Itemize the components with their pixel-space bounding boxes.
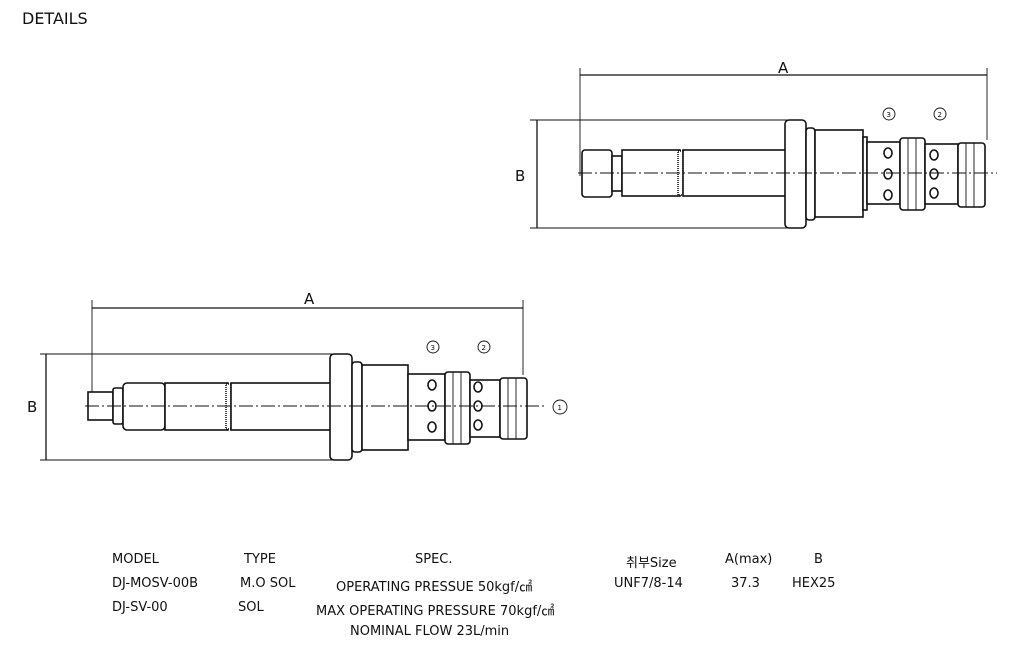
port-label-2: 2: [482, 344, 486, 352]
header-type: TYPE: [244, 552, 276, 567]
header-b: B: [814, 552, 823, 567]
port-label-2: 2: [938, 111, 942, 119]
row-1-model: DJ-MOSV-00B: [112, 576, 199, 591]
row-1-a-max: 37.3: [731, 576, 760, 591]
port-label-1: 1: [558, 404, 562, 412]
dimension-b-label: B: [515, 167, 525, 185]
header-spec: SPEC.: [415, 552, 453, 567]
row-1-b: HEX25: [792, 576, 836, 591]
row-1-size: UNF7/8-14: [614, 576, 683, 591]
header-a-max: A(max): [725, 552, 773, 567]
port-label-3: 3: [431, 344, 435, 352]
row-1-spec: OPERATING PRESSUE 50kgf/㎠: [336, 580, 533, 595]
header-model: MODEL: [112, 552, 159, 567]
row-2-spec: MAX OPERATING PRESSURE 70kgf/㎠: [316, 604, 555, 619]
row-1-type: M.O SOL: [240, 576, 296, 591]
top-valve-drawing: A B 3 2: [515, 59, 997, 229]
dimension-a-label: A: [778, 59, 789, 77]
dimension-a-label: A: [304, 290, 315, 308]
bottom-valve-drawing: A B 3 2 1: [27, 290, 568, 461]
port-label-3: 3: [887, 111, 891, 119]
row-extra-spec: NOMINAL FLOW 23L/min: [350, 624, 510, 639]
row-2-model: DJ-SV-00: [112, 600, 168, 615]
dimension-b-label: B: [27, 398, 37, 416]
page-title: DETAILS: [22, 9, 88, 28]
row-2-type: SOL: [238, 600, 264, 615]
header-size: 취부Size: [626, 556, 677, 571]
